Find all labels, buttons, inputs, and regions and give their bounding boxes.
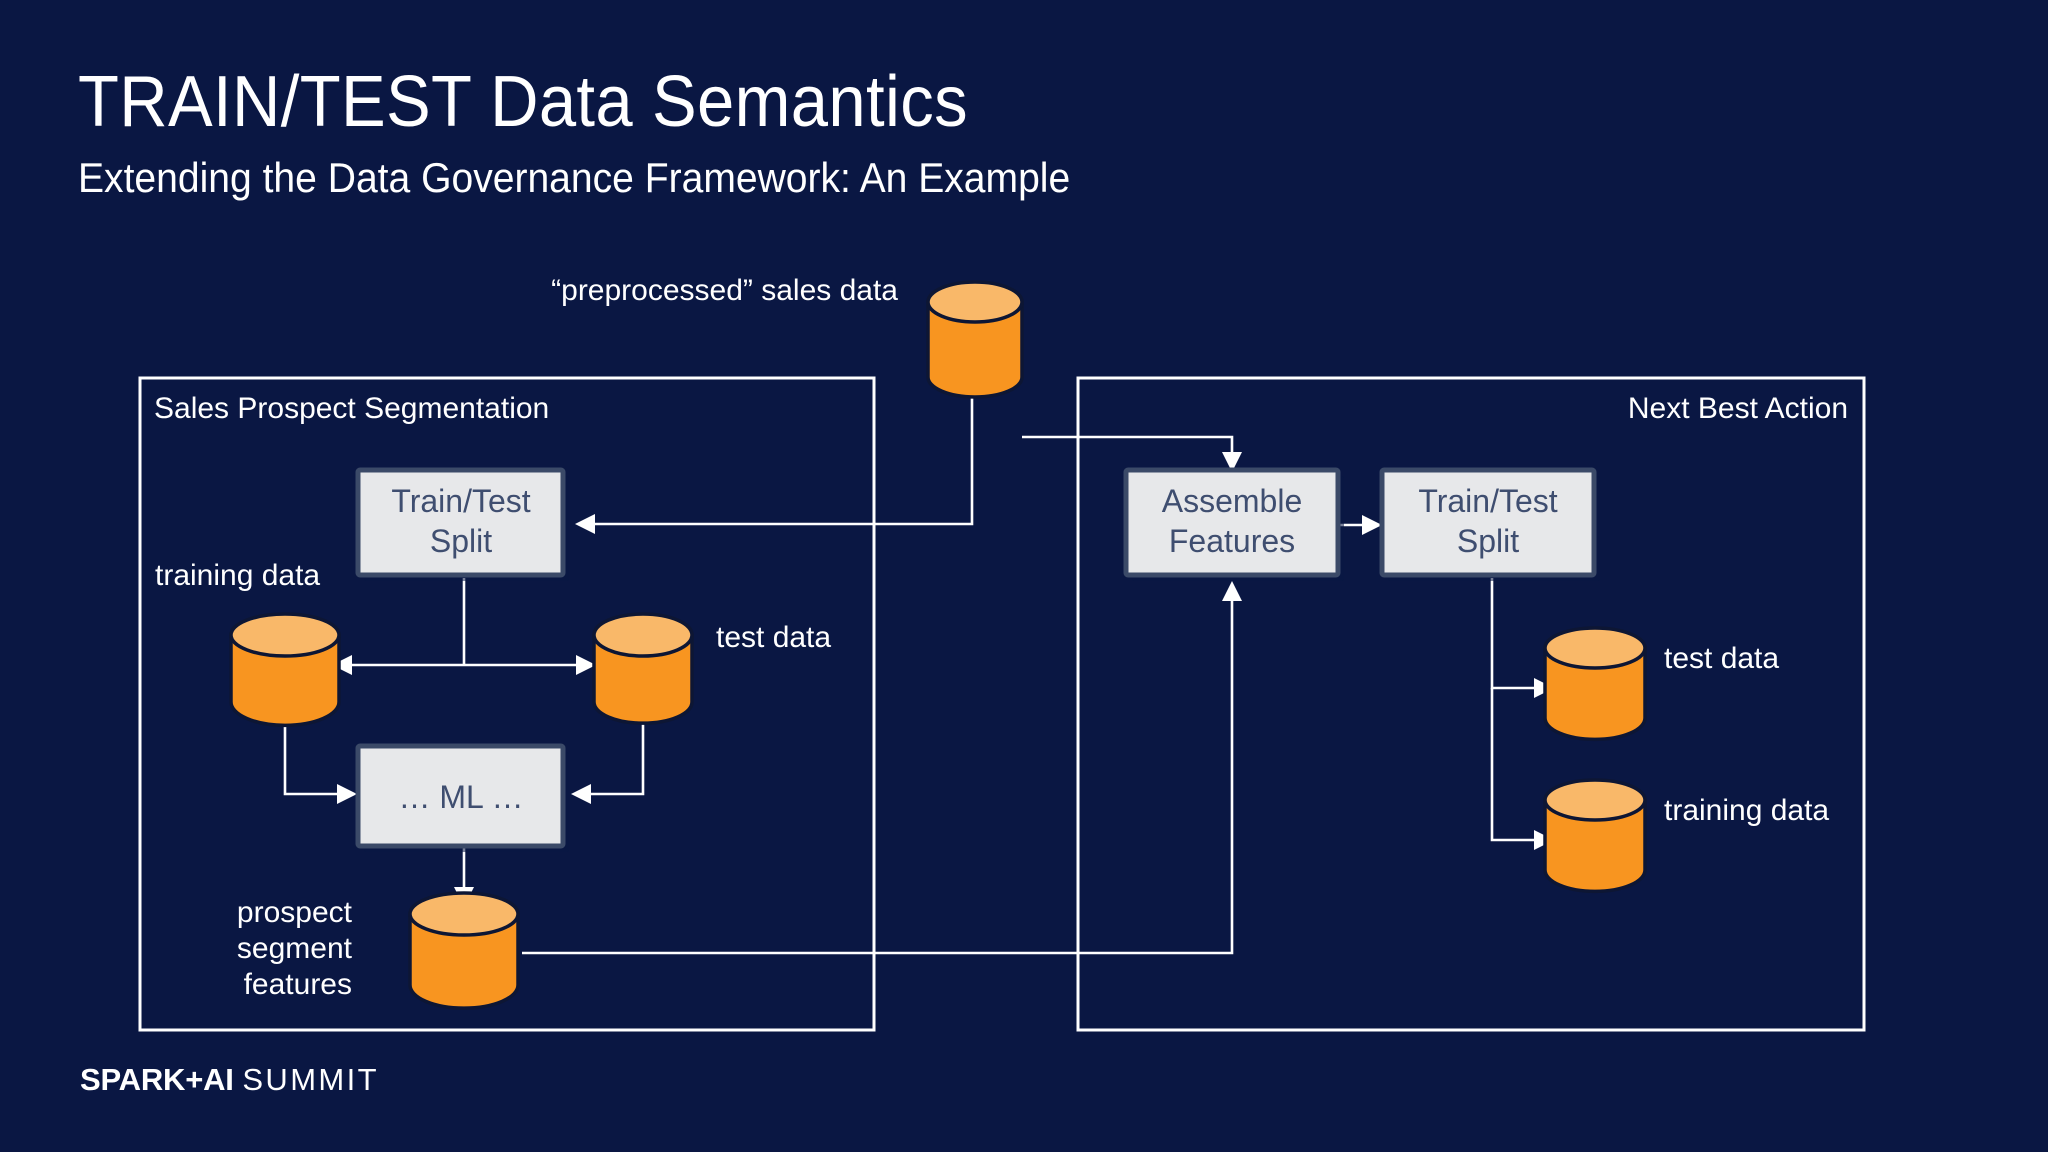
group-label-sales-prospect-segmentation: Sales Prospect Segmentation [154, 392, 549, 425]
connector-right-split-to-training-data [1490, 688, 1537, 842]
arrowhead-test-data-to-ml [571, 784, 591, 804]
footer-logo-light: SUMMIT [242, 1062, 380, 1097]
test-data-database-right[interactable] [1543, 626, 1647, 742]
process-label-assemble-line2: Features [1169, 523, 1295, 559]
process-label-assemble-line1: Assemble [1162, 483, 1303, 519]
connector-training-data-to-ml [283, 718, 340, 796]
process-label-right-split-line1: Train/Test [1418, 483, 1557, 519]
connector-test-data-to-ml [588, 718, 645, 796]
label-test-data-left: test data [716, 621, 831, 654]
process-label-right-split-line2: Split [1457, 523, 1519, 559]
footer-logo-bold: SPARK+AI [80, 1062, 234, 1097]
group-label-next-best-action: Next Best Action [1628, 392, 1848, 425]
label-prospect-segment-features-line3: features [244, 968, 352, 1001]
footer-logo: SPARK+AI SUMMIT [80, 1062, 379, 1098]
process-label-left-split-line1: Train/Test [391, 483, 530, 519]
process-label-ml: … ML … [398, 779, 523, 815]
label-preprocessed-sales-data: “preprocessed” sales data [551, 274, 898, 307]
preprocessed-sales-data-database[interactable] [926, 280, 1024, 399]
group-box-next-best-action [1076, 376, 1866, 1032]
prospect-segment-features-database[interactable] [408, 891, 520, 1010]
training-data-database-right[interactable] [1543, 778, 1647, 894]
connector-right-split-to-test-data [1490, 578, 1537, 690]
arrowhead-training-data-to-ml [337, 784, 357, 804]
group-box-sales-prospect-segmentation [138, 376, 876, 1032]
label-prospect-segment-features-line1: prospect [237, 896, 353, 929]
arrowhead-source-to-assemble-features [1222, 452, 1242, 472]
label-training-data-right: training data [1664, 794, 1829, 827]
arrowhead-to-test-data [576, 655, 596, 675]
arrowhead-to-training-data [332, 655, 352, 675]
arrowhead-source-to-left-split [575, 514, 595, 534]
page-title: TRAIN/TEST Data Semantics [78, 62, 968, 142]
label-test-data-right: test data [1664, 642, 1779, 675]
connector-source-to-left-split [592, 394, 974, 526]
process-assemble-features[interactable]: Assemble Features [1123, 467, 1344, 581]
test-data-database-left[interactable] [592, 612, 694, 725]
page-subtitle: Extending the Data Governance Framework:… [78, 154, 1071, 201]
connector-prospect-features-to-assemble [522, 598, 1234, 955]
process-label-left-split-line2: Split [430, 523, 492, 559]
connector-source-to-assemble-features [1022, 435, 1234, 455]
arrowhead-prospect-features-to-assemble [1222, 581, 1242, 601]
process-train-test-split-left[interactable]: Train/Test Split [355, 467, 569, 581]
process-ml-box[interactable]: … ML … [355, 743, 569, 852]
process-train-test-split-right[interactable]: Train/Test Split [1379, 467, 1600, 581]
training-data-database-left[interactable] [229, 612, 341, 728]
title-block: TRAIN/TEST Data Semantics Extending the … [78, 62, 1478, 204]
label-prospect-segment-features-line2: segment [237, 932, 353, 965]
arrowhead-assemble-to-right-split [1362, 515, 1382, 535]
label-training-data-left: training data [155, 559, 320, 592]
